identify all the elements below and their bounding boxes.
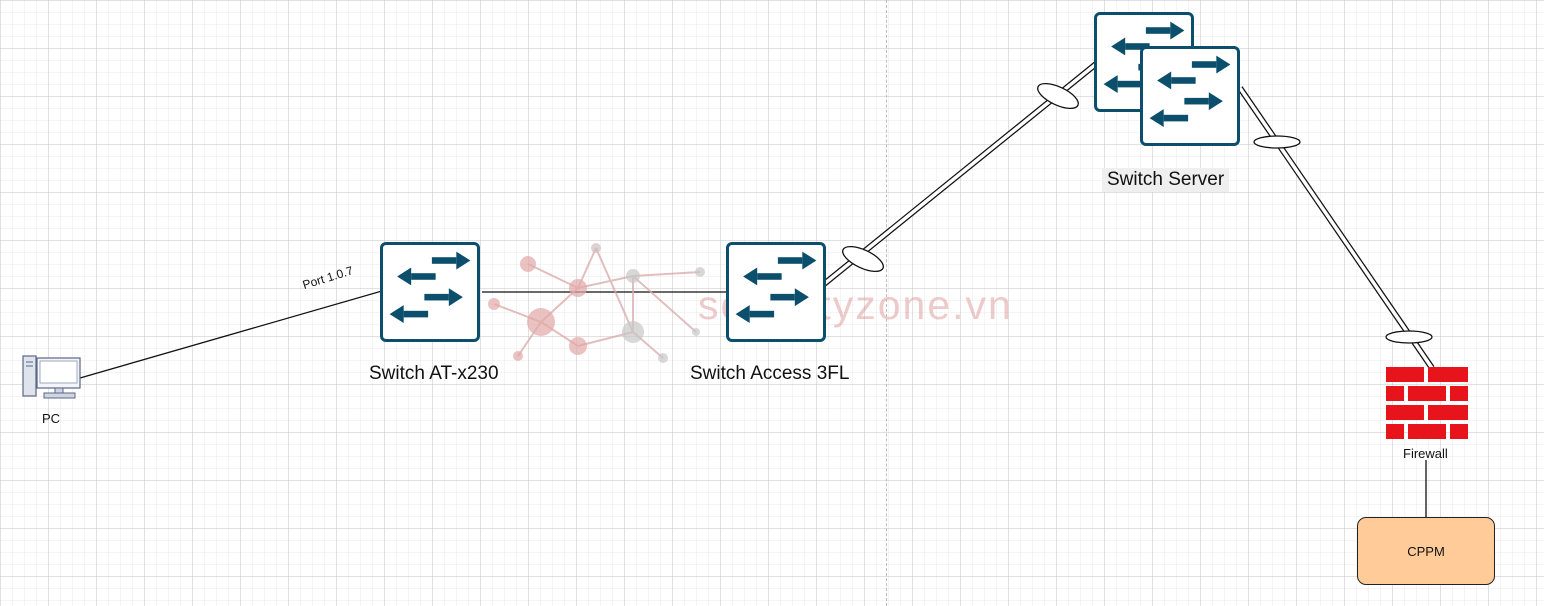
lag-marker: [1385, 330, 1433, 344]
network-switch-icon: [735, 251, 817, 324]
link-pc-switch-at[interactable]: [79, 290, 383, 379]
desktop-computer-icon[interactable]: [20, 354, 82, 400]
page-divider: [886, 0, 887, 606]
lag-marker: [1253, 135, 1301, 149]
switch-at-x230[interactable]: [380, 242, 480, 342]
cppm-box[interactable]: CPPM: [1357, 517, 1495, 585]
link-switch-server-firewall[interactable]: [1237, 86, 1435, 370]
switch-at-x230-label: Switch AT-x230: [369, 363, 499, 384]
brick-firewall-icon[interactable]: [1386, 367, 1468, 439]
pc-label: PC: [42, 411, 61, 426]
stacked-network-switch-icon: [1149, 55, 1231, 128]
link-switch-access-switch-server[interactable]: [822, 61, 1098, 287]
lag-marker: [1037, 82, 1079, 110]
cppm-label: CPPM: [1407, 543, 1445, 559]
firewall-label: Firewall: [1403, 446, 1448, 461]
switch-server-label: Switch Server: [1102, 168, 1230, 192]
network-switch-icon: [389, 251, 471, 324]
lag-marker: [842, 245, 884, 273]
switch-access-3fl-label: Switch Access 3FL: [690, 363, 850, 384]
switch-server-front[interactable]: [1140, 46, 1240, 146]
switch-access-3fl[interactable]: [726, 242, 826, 342]
